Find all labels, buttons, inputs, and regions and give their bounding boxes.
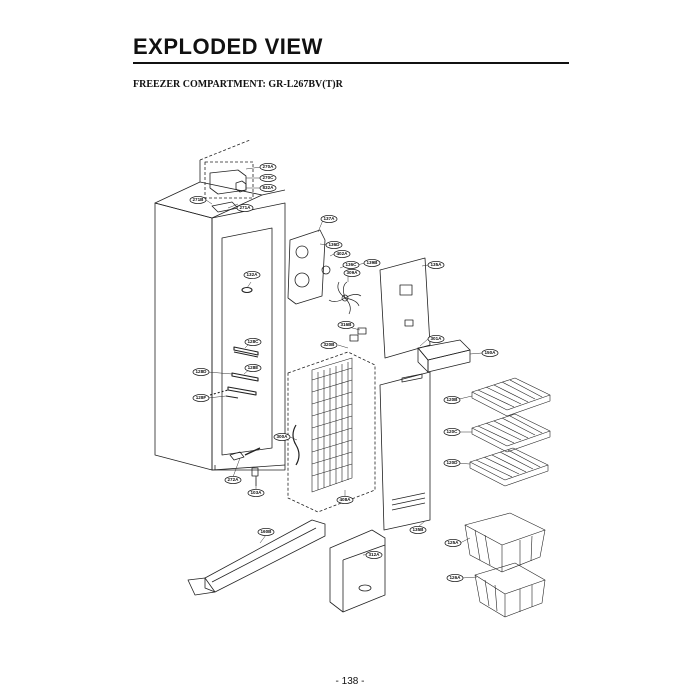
label-271A: 271A (240, 205, 252, 210)
callout-309A: 309A (343, 268, 361, 277)
label-270A: 270A (263, 164, 275, 169)
duct-cover (379, 371, 431, 531)
callout-160B: 160B (257, 528, 275, 537)
label-135A: 135A (431, 262, 443, 267)
callout-320B: 320B (320, 340, 338, 349)
label-128C: 128C (248, 339, 260, 344)
callout-128D: 128D (192, 367, 210, 376)
callout-312A: 312A (365, 551, 383, 560)
callout-150A: 150A (481, 348, 499, 357)
label-120D: 120D (447, 460, 459, 465)
callout-270C: 270C (259, 173, 277, 182)
label-135B: 135B (413, 527, 425, 532)
label-316B: 316B (341, 322, 353, 327)
callout-301A: 301A (427, 334, 445, 343)
label-301A: 301A (431, 336, 443, 341)
label-160B: 160B (261, 529, 273, 534)
rear-cover (379, 257, 431, 359)
label-309A: 309A (347, 270, 359, 275)
page-subtitle: FREEZER COMPARTMENT: GR-L267BV(T)R (133, 79, 343, 90)
wire-shelf-lower (469, 447, 549, 487)
wire-shelf-upper (471, 377, 551, 417)
callout-272A: 272A (224, 475, 242, 484)
callout-120B: 120B (443, 395, 461, 404)
lower-cover (187, 519, 326, 596)
label-137A: 137A (324, 216, 336, 221)
freezer-cabinet (154, 139, 286, 471)
label-402A: 402A (337, 251, 349, 256)
callout-136D: 136D (325, 240, 343, 249)
label-320B: 320B (324, 342, 336, 347)
label-272A: 272A (228, 477, 240, 482)
label-270C: 270C (263, 175, 275, 180)
callout-132A: 132A (243, 270, 261, 279)
callout-300A: 300A (273, 432, 291, 441)
drain-pan (329, 529, 386, 613)
callout-139B: 139B (363, 258, 381, 267)
page-title: EXPLODED VIEW (133, 34, 323, 59)
callout-128C: 128C (244, 337, 262, 346)
wire-basket-lower (474, 562, 546, 618)
label-271B: 271B (193, 197, 205, 202)
callout-135A: 135A (427, 260, 445, 269)
callout-271B: 271B (189, 195, 207, 204)
callout-135B: 135B (409, 526, 427, 535)
label-300A: 300A (277, 434, 289, 439)
label-139B: 139B (367, 260, 379, 265)
callout-128F: 128F (192, 393, 210, 402)
label-128D: 128D (196, 369, 208, 374)
callout-128E: 128E (244, 363, 262, 372)
callout-408A: 408A (336, 495, 354, 504)
callout-labels: 270A 270C 832A 271B 271A 137A 136D 402A … (189, 162, 499, 583)
callout-120D: 120D (443, 458, 461, 467)
evaporator (287, 334, 376, 513)
callout-271A: 271A (236, 203, 254, 212)
page-number: - 138 - (335, 676, 365, 687)
callout-402A: 402A (333, 249, 351, 258)
fan-blade (328, 281, 362, 315)
callout-120C: 120C (443, 427, 461, 436)
label-126A: 126A (450, 575, 462, 580)
label-132A: 132A (247, 272, 259, 277)
label-136D: 136D (329, 242, 341, 247)
label-128E: 128E (248, 365, 259, 370)
callout-832A: 832A (259, 183, 277, 192)
callout-137A: 137A (320, 214, 338, 223)
label-150A: 150A (485, 350, 497, 355)
label-832A: 832A (263, 185, 275, 190)
callout-125A: 125A (444, 539, 462, 548)
label-103A: 103A (251, 490, 263, 495)
label-408A: 408A (340, 497, 352, 502)
title-underline (133, 62, 569, 64)
callout-316B: 316B (337, 320, 355, 329)
wire-basket-upper (464, 512, 546, 573)
leader-lines (205, 166, 483, 579)
label-120C: 120C (447, 429, 459, 434)
callout-126A: 126A (446, 574, 464, 583)
fan-motor-assembly (287, 229, 362, 315)
callout-103A: 103A (247, 488, 265, 497)
label-128F: 128F (196, 395, 207, 400)
label-136C: 136C (346, 262, 358, 267)
label-312A: 312A (369, 552, 381, 557)
callout-270A: 270A (259, 162, 277, 171)
callout-136C: 136C (342, 260, 360, 269)
label-125A: 125A (448, 540, 460, 545)
air-duct (417, 339, 471, 373)
label-120B: 120B (447, 397, 459, 402)
shelf-rails (209, 286, 259, 399)
wire-shelf-middle (471, 413, 551, 453)
